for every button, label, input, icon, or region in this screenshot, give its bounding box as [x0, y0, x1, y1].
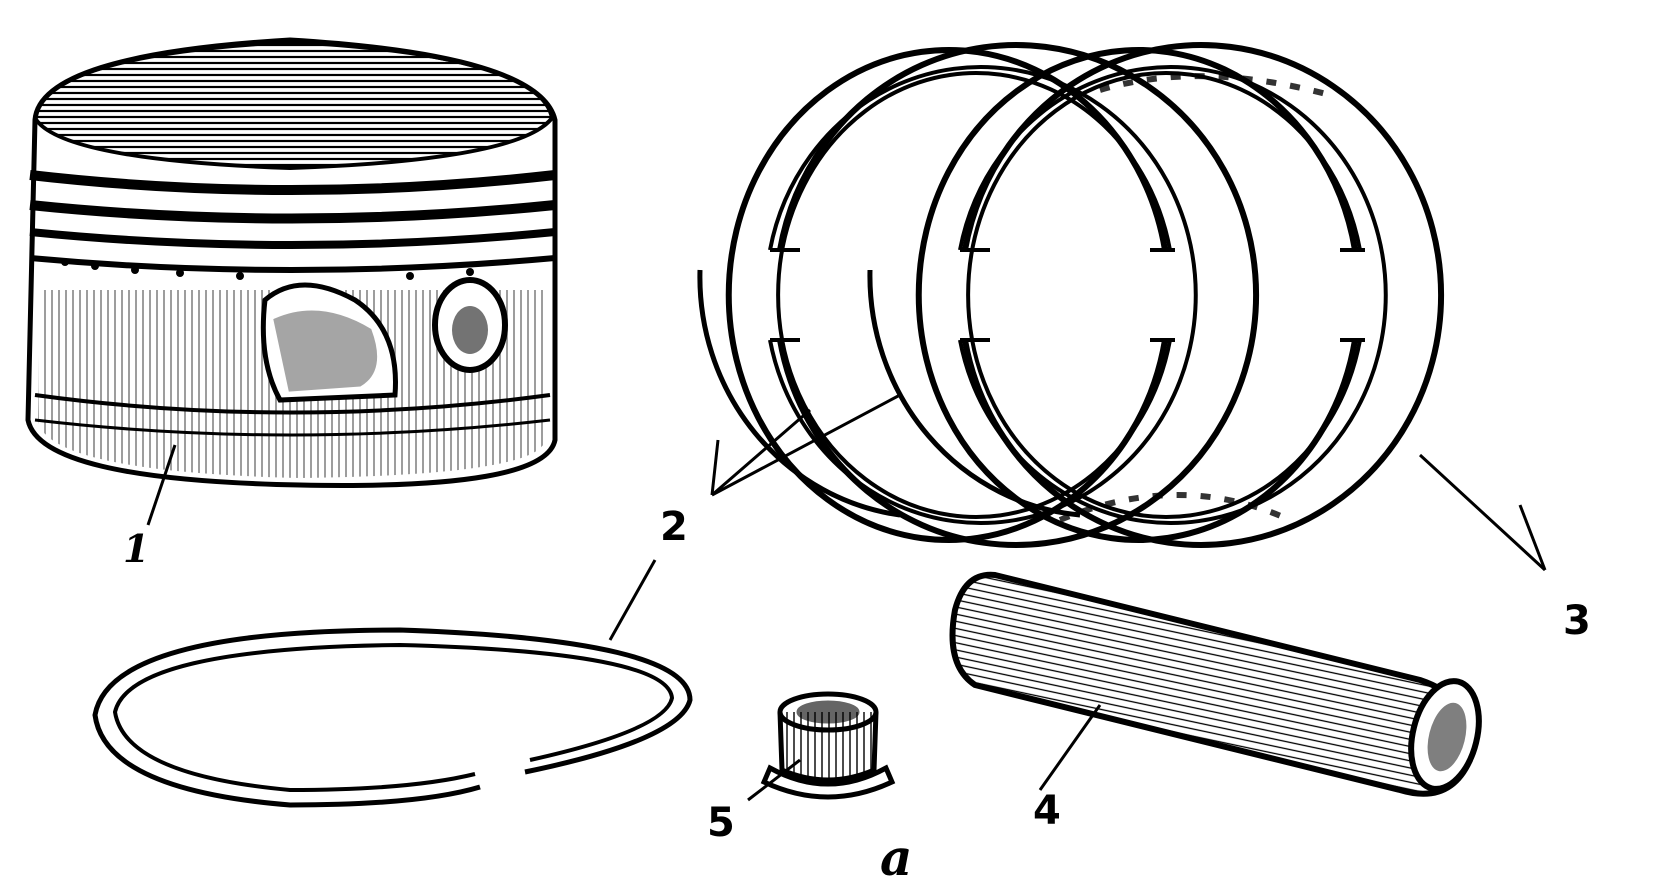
- leader-line-4: [1038, 704, 1102, 791]
- compression-ring-a: [768, 42, 1259, 548]
- label-compression-rings: 2: [660, 504, 688, 550]
- leader-line-5: [747, 758, 801, 802]
- bushing: [747, 691, 896, 802]
- label-piston-pin: 4: [1033, 788, 1061, 834]
- label-oil-rings: 3: [1563, 598, 1591, 644]
- leader-lines-2: [608, 393, 901, 641]
- piston-crown: [32, 39, 555, 171]
- pin-boss-left: [260, 282, 398, 403]
- leader-line-1: [146, 444, 177, 526]
- piston: [25, 37, 558, 526]
- loose-compression-ring: [92, 627, 693, 808]
- oil-ring-a: [725, 47, 1175, 543]
- oil-rings: [725, 47, 1365, 543]
- piston-pin: [949, 571, 1482, 797]
- compression-rings: [697, 42, 1444, 548]
- oil-ring-b: [915, 47, 1365, 543]
- compression-ring-b: [958, 42, 1444, 548]
- label-bushing: 5: [707, 800, 735, 846]
- oil-holes: [61, 258, 474, 280]
- leader-lines-3: [1418, 453, 1547, 572]
- figure-caption: a: [880, 828, 912, 882]
- ring-grooves: [29, 170, 556, 273]
- label-piston: 1: [123, 526, 149, 571]
